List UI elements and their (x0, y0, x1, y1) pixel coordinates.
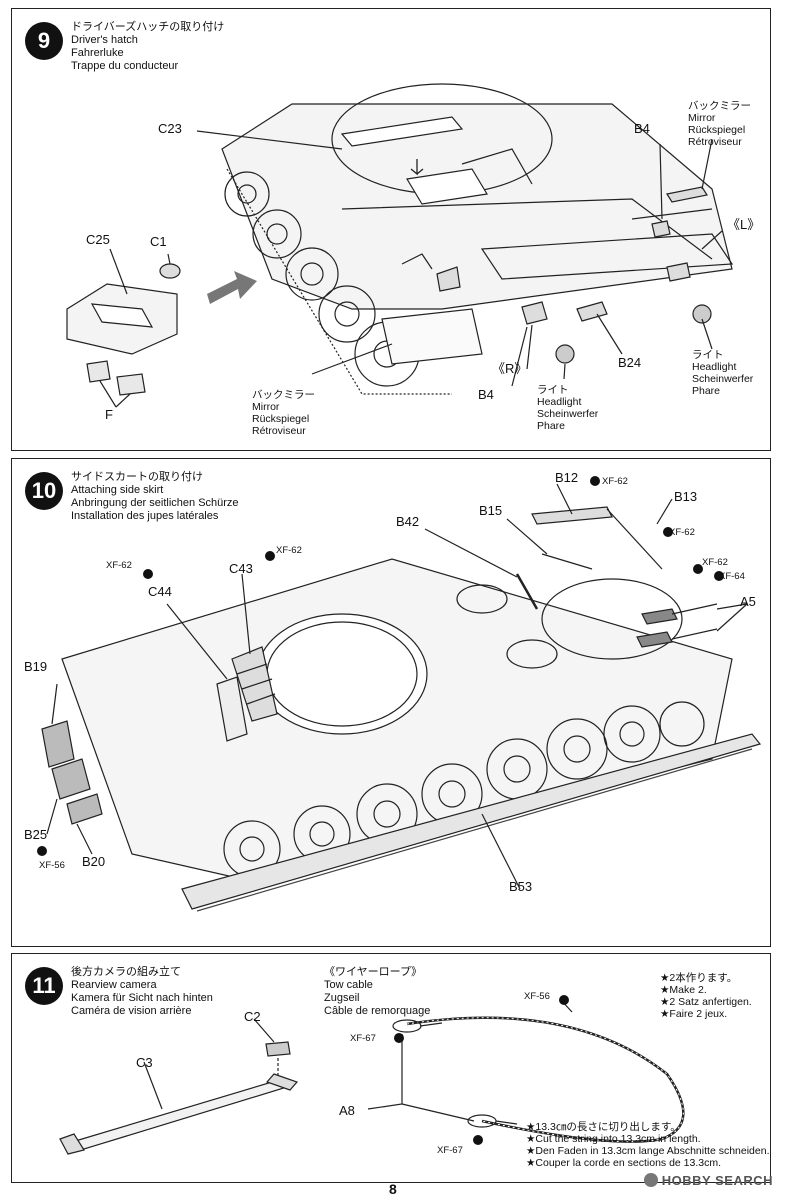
step-title: ドライバーズハッチの取り付け Driver's hatch Fahrerluke… (71, 21, 224, 73)
watermark-text: HOBBY SEARCH (661, 1173, 773, 1188)
paint-code: XF-62 (106, 560, 132, 571)
make2-jp: ★2本作ります。 (660, 972, 738, 984)
part-label-c25: C25 (86, 232, 110, 247)
paint-code: XF-67 (350, 1033, 376, 1044)
part-label-a5: A5 (740, 594, 756, 609)
mirror-fr: Rétroviseur (252, 425, 306, 437)
mirror-jp: バックミラー (688, 100, 751, 112)
driver-hatch-diagram (66, 83, 734, 408)
cut-fr: ★Couper la corde en sections de 13.3cm. (526, 1157, 722, 1169)
make2-fr: ★Faire 2 jeux. (660, 1008, 728, 1020)
tow-cable-jp: 《ワイヤーロープ》 (324, 966, 423, 978)
side-marker-l: 《L》 (727, 217, 761, 232)
step-number-badge: 10 (25, 472, 63, 510)
part-label-c3: C3 (136, 1055, 153, 1070)
make2-en: ★Make 2. (660, 984, 707, 996)
part-label-c23: C23 (158, 121, 182, 136)
title-de: Fahrerluke (71, 47, 124, 59)
paint-code: XF-62 (276, 545, 302, 556)
step-number-badge: 11 (25, 967, 63, 1005)
step-9-panel: 9 ドライバーズハッチの取り付け Driver's hatch Fahrerlu… (11, 8, 771, 451)
mirror-de: Rückspiegel (252, 413, 310, 425)
part-label-b4-bottom: B4 (478, 387, 494, 402)
part-label-f: F (105, 407, 113, 422)
watermark-logo-icon (643, 1173, 658, 1187)
part-label-b42: B42 (396, 514, 420, 529)
title-fr: Trappe du conducteur (71, 60, 179, 72)
paint-code: XF-62 (602, 476, 628, 487)
cut-de: ★Den Faden in 13.3cm lange Abschnitte sc… (526, 1145, 770, 1157)
paint-code: XF-64 (719, 571, 745, 582)
headlight-note-right: ライト Headlight Scheinwerfer Phare (692, 349, 753, 397)
title-jp: ドライバーズハッチの取り付け (71, 21, 225, 33)
cut-jp: ★13.3㎝の長さに切り出します。 (526, 1121, 681, 1133)
title-en: Rearview camera (71, 979, 157, 991)
paint-code: XF-67 (437, 1145, 463, 1156)
title-de: Anbringung der seitlichen Schürze (71, 497, 239, 509)
light-en: Headlight (537, 396, 582, 408)
step-title: 後方カメラの組み立て Rearview camera Kamera für Si… (71, 966, 213, 1018)
light-de: Scheinwerfer (692, 373, 754, 385)
light-fr: Phare (692, 385, 721, 397)
part-label-c44: C44 (148, 584, 172, 599)
tow-cable-title: 《ワイヤーロープ》 Tow cable Zugseil Câble de rem… (324, 966, 430, 1018)
light-fr: Phare (537, 420, 566, 432)
paint-code: XF-62 (669, 527, 695, 538)
mirror-en: Mirror (252, 401, 280, 413)
watermark: HOBBY SEARCH (643, 1173, 773, 1188)
paint-code: XF-62 (702, 557, 728, 568)
page-number: 8 (389, 1181, 397, 1197)
part-label-b4-top: B4 (634, 121, 650, 136)
mirror-jp: バックミラー (252, 389, 315, 401)
make2-de: ★2 Satz anfertigen. (660, 996, 752, 1008)
mirror-note-top: バックミラー Mirror Rückspiegel Rétroviseur (688, 100, 751, 148)
camera-and-cable-diagram (59, 995, 685, 1155)
side-skirt-diagram (37, 476, 762, 912)
part-label-b53: B53 (509, 879, 533, 894)
tow-cable-fr: Câble de remorquage (324, 1005, 431, 1017)
part-label-b12: B12 (555, 470, 579, 485)
part-label-b24: B24 (618, 355, 642, 370)
mirror-en: Mirror (688, 112, 716, 124)
light-jp: ライト (537, 384, 569, 396)
title-fr: Installation des jupes latérales (71, 510, 219, 522)
part-label-b15: B15 (479, 503, 503, 518)
mirror-de: Rückspiegel (688, 124, 746, 136)
side-marker-r: 《R》 (492, 361, 528, 376)
step-10-panel: 10 サイドスカートの取り付け Attaching side skirt Anb… (11, 458, 771, 947)
part-label-c2: C2 (244, 1009, 261, 1024)
part-label-b20: B20 (82, 854, 106, 869)
headlight-note-center: ライト Headlight Scheinwerfer Phare (537, 384, 598, 432)
part-label-c1: C1 (150, 234, 167, 249)
cut-en: ★Cut the string into 13.3cm in length. (526, 1133, 701, 1145)
make-two-note: ★2本作ります。 ★Make 2. ★2 Satz anfertigen. ★F… (660, 972, 752, 1020)
part-label-b19: B19 (24, 659, 48, 674)
title-en: Driver's hatch (71, 34, 138, 46)
light-en: Headlight (692, 361, 737, 373)
cut-length-note: ★13.3㎝の長さに切り出します。 ★Cut the string into 1… (526, 1121, 769, 1169)
paint-code: XF-56 (39, 860, 65, 871)
step-title: サイドスカートの取り付け Attaching side skirt Anbrin… (71, 471, 239, 523)
title-de: Kamera für Sicht nach hinten (71, 992, 213, 1004)
paint-code: XF-56 (524, 991, 550, 1002)
step-11-panel: 11 後方カメラの組み立て Rearview camera Kamera für… (11, 953, 771, 1183)
tow-cable-de: Zugseil (324, 992, 360, 1004)
title-jp: サイドスカートの取り付け (71, 471, 203, 483)
mirror-fr: Rétroviseur (688, 136, 742, 148)
part-label-c43: C43 (229, 561, 253, 576)
step-number-badge: 9 (25, 22, 63, 60)
mirror-note-bottom: バックミラー Mirror Rückspiegel Rétroviseur (252, 389, 315, 437)
title-jp: 後方カメラの組み立て (71, 966, 181, 978)
title-fr: Caméra de vision arrière (71, 1005, 192, 1017)
part-label-a8: A8 (339, 1103, 355, 1118)
title-en: Attaching side skirt (71, 484, 164, 496)
light-jp: ライト (692, 349, 724, 361)
light-de: Scheinwerfer (537, 408, 599, 420)
tow-cable-en: Tow cable (324, 979, 373, 991)
part-label-b13: B13 (674, 489, 698, 504)
part-label-b25: B25 (24, 827, 48, 842)
